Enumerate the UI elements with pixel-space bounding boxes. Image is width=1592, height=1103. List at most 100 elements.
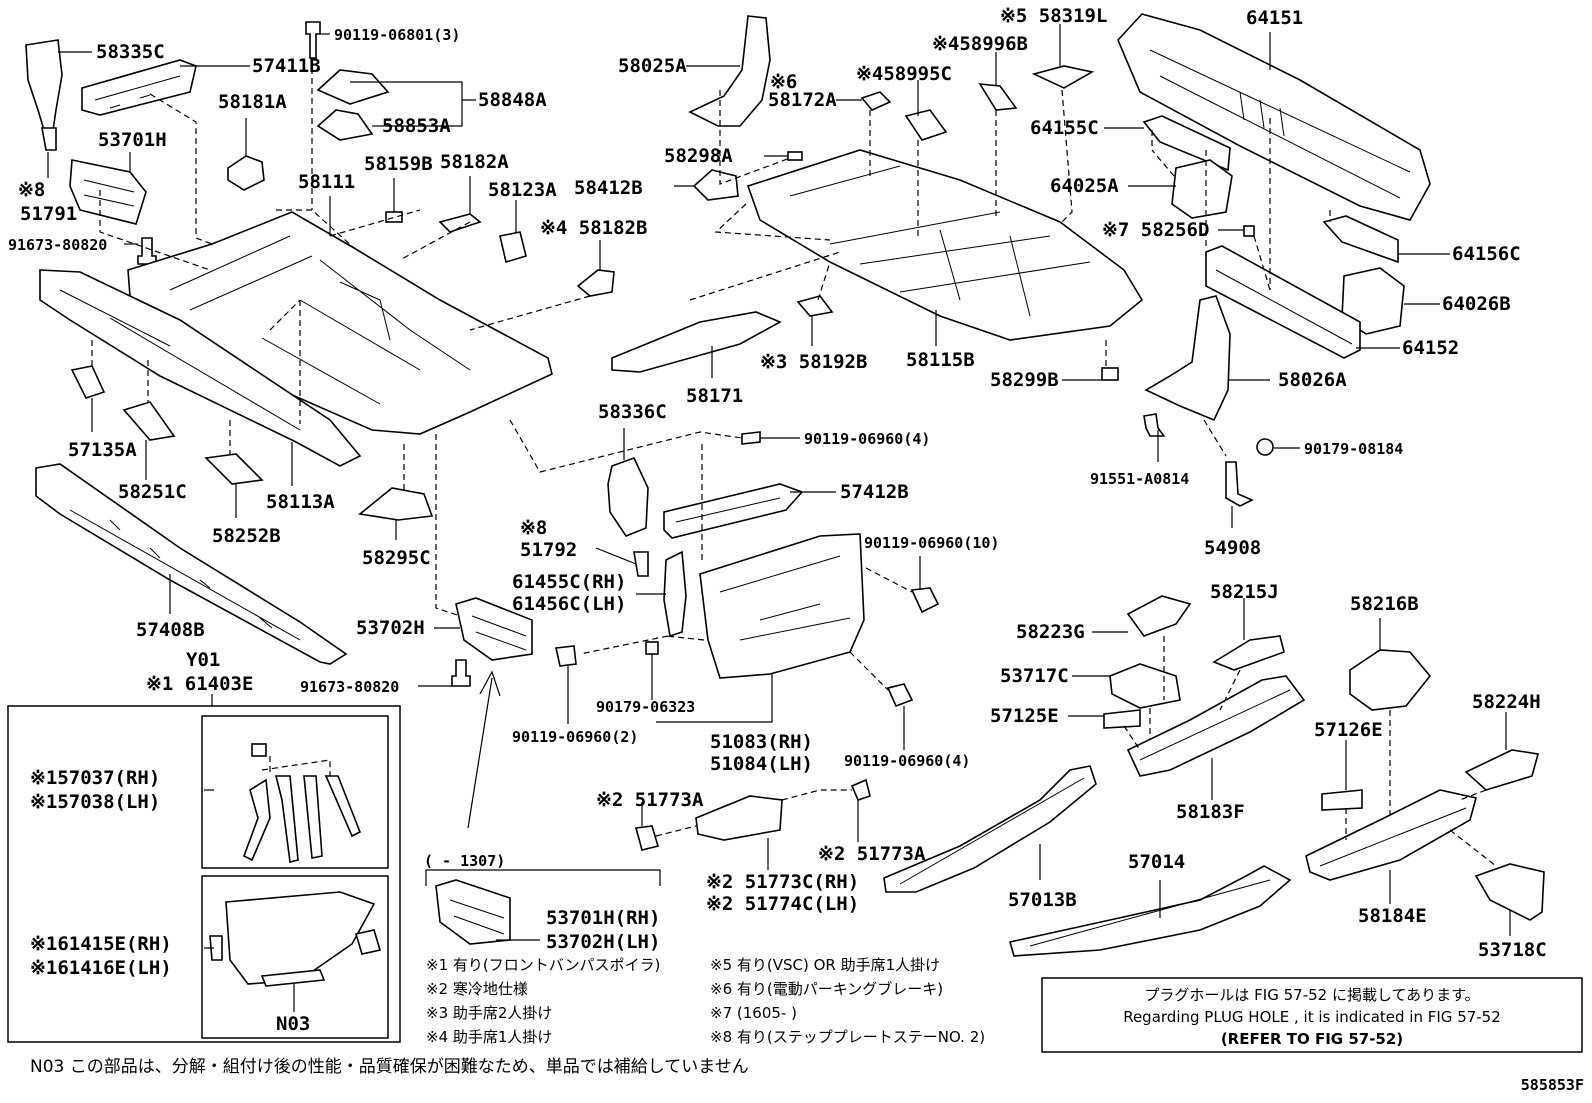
part-53718c (1474, 863, 1545, 921)
callout-58159b: 58159B (364, 153, 433, 175)
figure-code: 585853F (1521, 1076, 1584, 1094)
part-58251c (122, 401, 176, 441)
callout-53701h-rh: 53701H(RH) (546, 907, 660, 929)
part-58412b (692, 169, 739, 201)
part-58192b (796, 295, 834, 317)
callout-90119-06960-10: 90119-06960(10) (864, 534, 999, 552)
callout-58123a: 58123A (488, 179, 557, 201)
callout-58335c: 58335C (96, 41, 165, 63)
callout-57411b: 57411B (252, 55, 321, 77)
callout-90119-06960-4b: 90119-06960(4) (844, 752, 970, 770)
callout-64156c: 64156C (1452, 243, 1521, 265)
part-58216b (1349, 649, 1432, 711)
bolt-90119-06960-c (555, 645, 577, 667)
range-1307-bracket (425, 869, 661, 886)
part-58026a (1144, 295, 1231, 422)
callout-mark8b: ※8 (520, 517, 547, 539)
callout-57412b: 57412B (840, 481, 909, 503)
part-shapes (25, 13, 1545, 987)
callout-57126e: 57126E (1314, 719, 1383, 741)
part-51773c (695, 795, 783, 841)
callout-61403e: ※1 61403E (146, 673, 253, 695)
bolt-91673-80820-a (137, 237, 157, 265)
part-57125e (1103, 709, 1141, 729)
part-58224h (1464, 749, 1540, 791)
note-8: ※8 有り(ステッププレートステーNO. 2) (710, 1028, 985, 1046)
callout-53717c: 53717C (1000, 665, 1069, 687)
part-53702h (455, 597, 533, 661)
nut-90179-06323 (645, 641, 659, 655)
inset-y01-frame (7, 705, 401, 1043)
part-58025a (688, 15, 771, 127)
bolt-91551-a0814 (1143, 413, 1166, 437)
callout-range1307: ( - 1307) (424, 852, 505, 870)
callout-58224h: 58224H (1472, 691, 1541, 713)
part-58299b (1101, 367, 1119, 381)
callout-57037: ※157037(RH) (30, 767, 160, 789)
callout-64152: 64152 (1402, 337, 1459, 359)
part-61415e (225, 891, 376, 985)
part-51083 (699, 533, 865, 679)
callout-61416e: ※161416E(LH) (30, 957, 172, 979)
callout-90119-06801: 90119-06801(3) (334, 26, 460, 44)
callout-57408b: 57408B (136, 619, 205, 641)
callout-53702h: 53702H (356, 617, 425, 639)
callout-y01: Y01 (186, 649, 220, 671)
callout-58216b: 58216B (1350, 593, 1419, 615)
note-4: ※4 助手席1人掛け (426, 1028, 552, 1046)
part-64151 (1117, 13, 1431, 221)
clip-inset-c (354, 929, 382, 955)
callout-61456c: 61456C(LH) (512, 593, 626, 615)
part-57037 (243, 778, 271, 862)
callout-58183f: 58183F (1176, 801, 1245, 823)
callout-58252b: 58252B (212, 525, 281, 547)
part-58252b (204, 453, 264, 485)
callout-51774c: ※2 51774C(LH) (706, 893, 859, 915)
part-64025a (1171, 159, 1233, 219)
callout-58412b: 58412B (574, 177, 643, 199)
note-3: ※3 助手席2人掛け (426, 1004, 552, 1022)
part-58256d (1243, 225, 1255, 237)
part-58183f (1126, 675, 1306, 777)
callout-58113a: 58113A (266, 491, 335, 513)
part-58182b (576, 269, 615, 297)
clip-inset-b (209, 935, 223, 961)
callout-51792: 51792 (520, 539, 577, 561)
callout-58336c: 58336C (598, 401, 667, 423)
part-57038-c (324, 775, 362, 838)
part-57412b (663, 483, 804, 539)
part-57126e (1321, 789, 1363, 811)
callout-57125e: 57125E (990, 705, 1059, 727)
note-5: ※5 有り(VSC) OR 助手席1人掛け (710, 956, 940, 974)
bolt-91673-80820-b (451, 659, 471, 687)
part-64156c (1322, 215, 1399, 264)
note-2: ※2 寒冷地仕様 (426, 980, 528, 998)
part-57014 (1008, 865, 1292, 957)
callout-53702h-lh: 53702H(LH) (546, 931, 660, 953)
callout-58026a: 58026A (1278, 369, 1347, 391)
callout-mark6: ※6 (770, 71, 797, 93)
callout-53701h: 53701H (98, 129, 167, 151)
part-57408b (35, 463, 348, 665)
part-53701h-rh (435, 879, 511, 945)
notes: ※1 有り(フロントバンパスポイラ) ※2 寒冷地仕様 ※3 助手席2人掛け ※… (30, 956, 1584, 1094)
part-58159b (385, 211, 403, 223)
inset-lower-frame (201, 875, 389, 1039)
callout-58184e: 58184E (1358, 905, 1427, 927)
callout-51773a-b: ※2 51773A (818, 843, 926, 865)
frames (7, 705, 1583, 1053)
callout-53718c: 53718C (1478, 939, 1547, 961)
part-58223g (1126, 595, 1192, 637)
part-57038-b (303, 775, 323, 859)
indicator-arrow (467, 670, 501, 829)
callout-58223g: 58223G (1016, 621, 1085, 643)
callout-58215j: 58215J (1210, 581, 1279, 603)
callout-58251c: 58251C (118, 481, 187, 503)
bolt-90119-06960-d (886, 683, 914, 708)
callout-58996b: ※458996B (932, 33, 1028, 55)
part-61455c (663, 550, 687, 638)
note-7: ※7 (1605- ) (710, 1004, 797, 1022)
callout-58115b: 58115B (906, 349, 975, 371)
part-57135a (70, 365, 106, 399)
